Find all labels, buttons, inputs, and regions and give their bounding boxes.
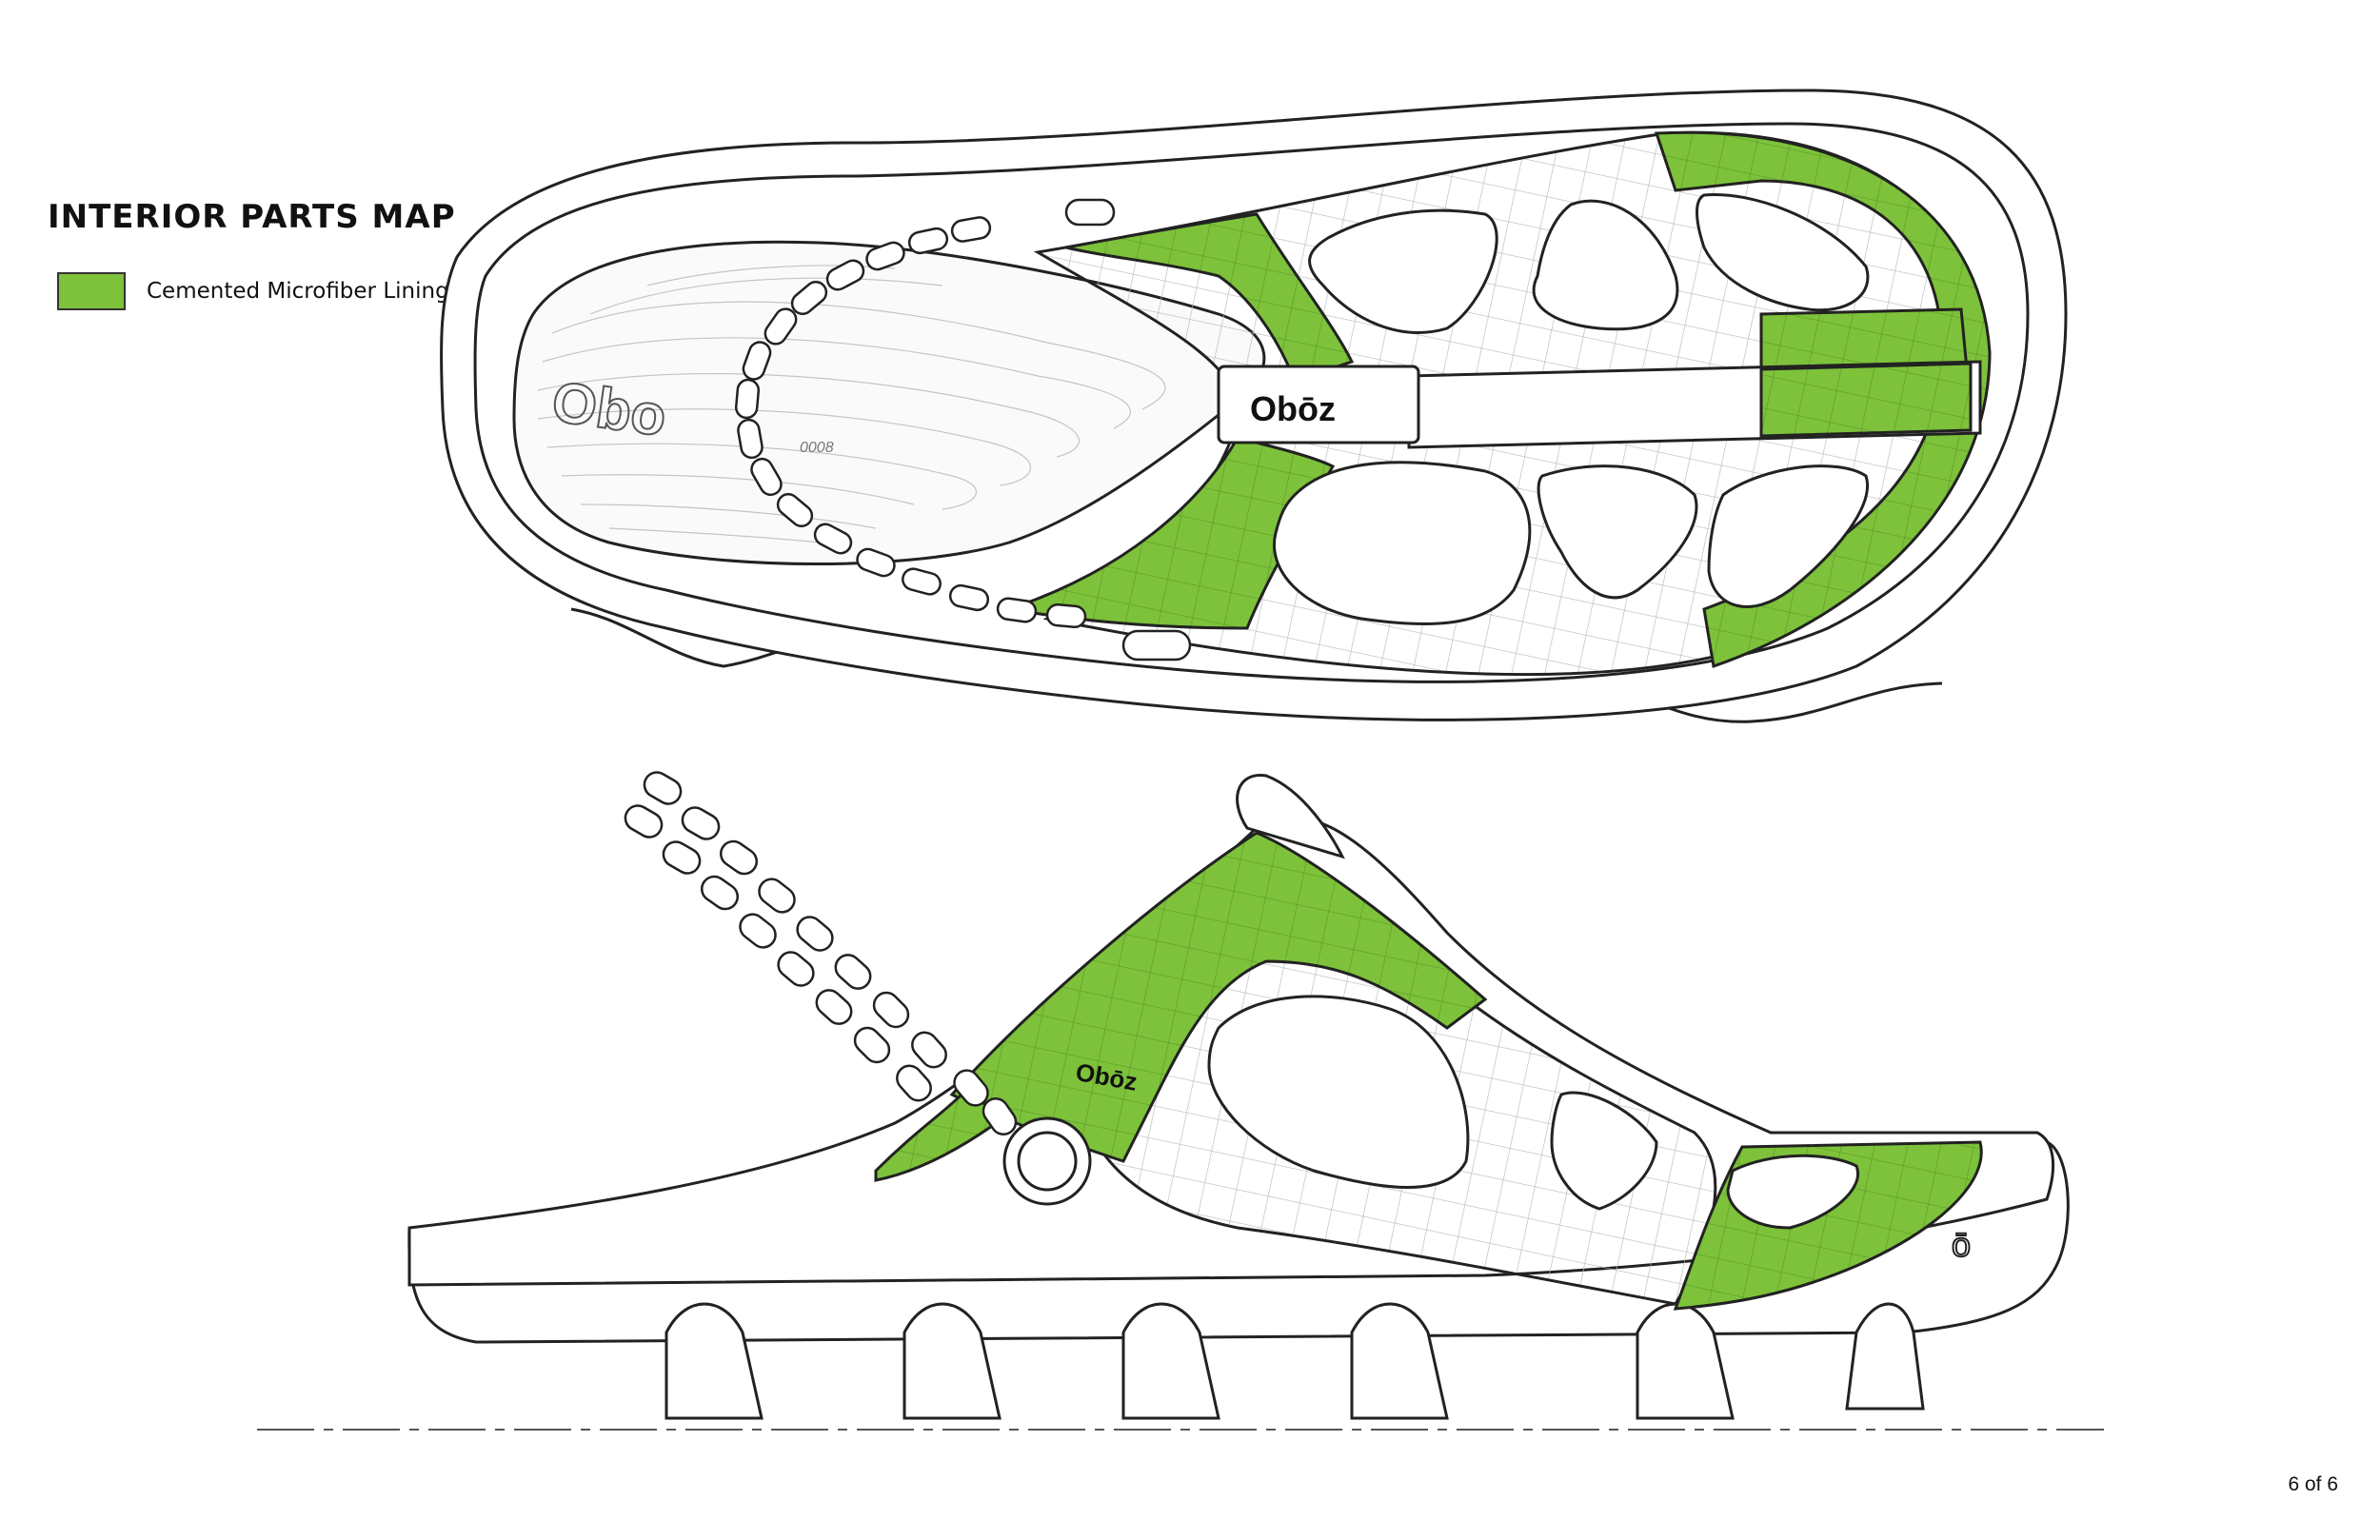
legend-swatch-lining [57, 272, 126, 310]
legend-label-lining: Cemented Microfiber Lining [147, 279, 449, 304]
logo-top: Obōz [1250, 389, 1336, 428]
bungee-lace-top [734, 198, 1192, 661]
insole-topo-lines [537, 265, 1166, 545]
lining-side-heel [949, 831, 1488, 1163]
cutout-side-1 [1207, 995, 1470, 1189]
heel-pull-tab [1236, 774, 1345, 859]
lining-top-heel [1065, 212, 1355, 383]
side-view [257, 771, 2104, 1431]
cutout-side-3 [1726, 1154, 1860, 1230]
cutout-top-2 [1532, 199, 1679, 331]
cutout-top-1 [1308, 208, 1498, 334]
page-number: 6 of 6 [2288, 1473, 2338, 1495]
toe-bar-green [1759, 362, 1973, 438]
cutout-top-4 [1273, 461, 1532, 626]
cutout-side-2 [1550, 1091, 1658, 1211]
lining-top-heel-lower [1008, 436, 1336, 630]
top-view [440, 89, 2068, 723]
lining-top-toe [1654, 130, 1992, 669]
legend: Cemented Microfiber Lining [57, 272, 449, 310]
insole [512, 240, 1266, 565]
bungee-lace-side [624, 771, 1018, 1135]
insole-model-code: 0008 [800, 440, 834, 456]
logo-tab-top [1217, 365, 1420, 444]
page-title: INTERIOR PARTS MAP [48, 198, 456, 236]
cutout-top-5 [1537, 464, 1698, 600]
cutout-top-3 [1696, 192, 1870, 312]
cutout-top-6 [1707, 464, 1869, 608]
heel-mark-side: ō [1952, 1225, 1971, 1264]
